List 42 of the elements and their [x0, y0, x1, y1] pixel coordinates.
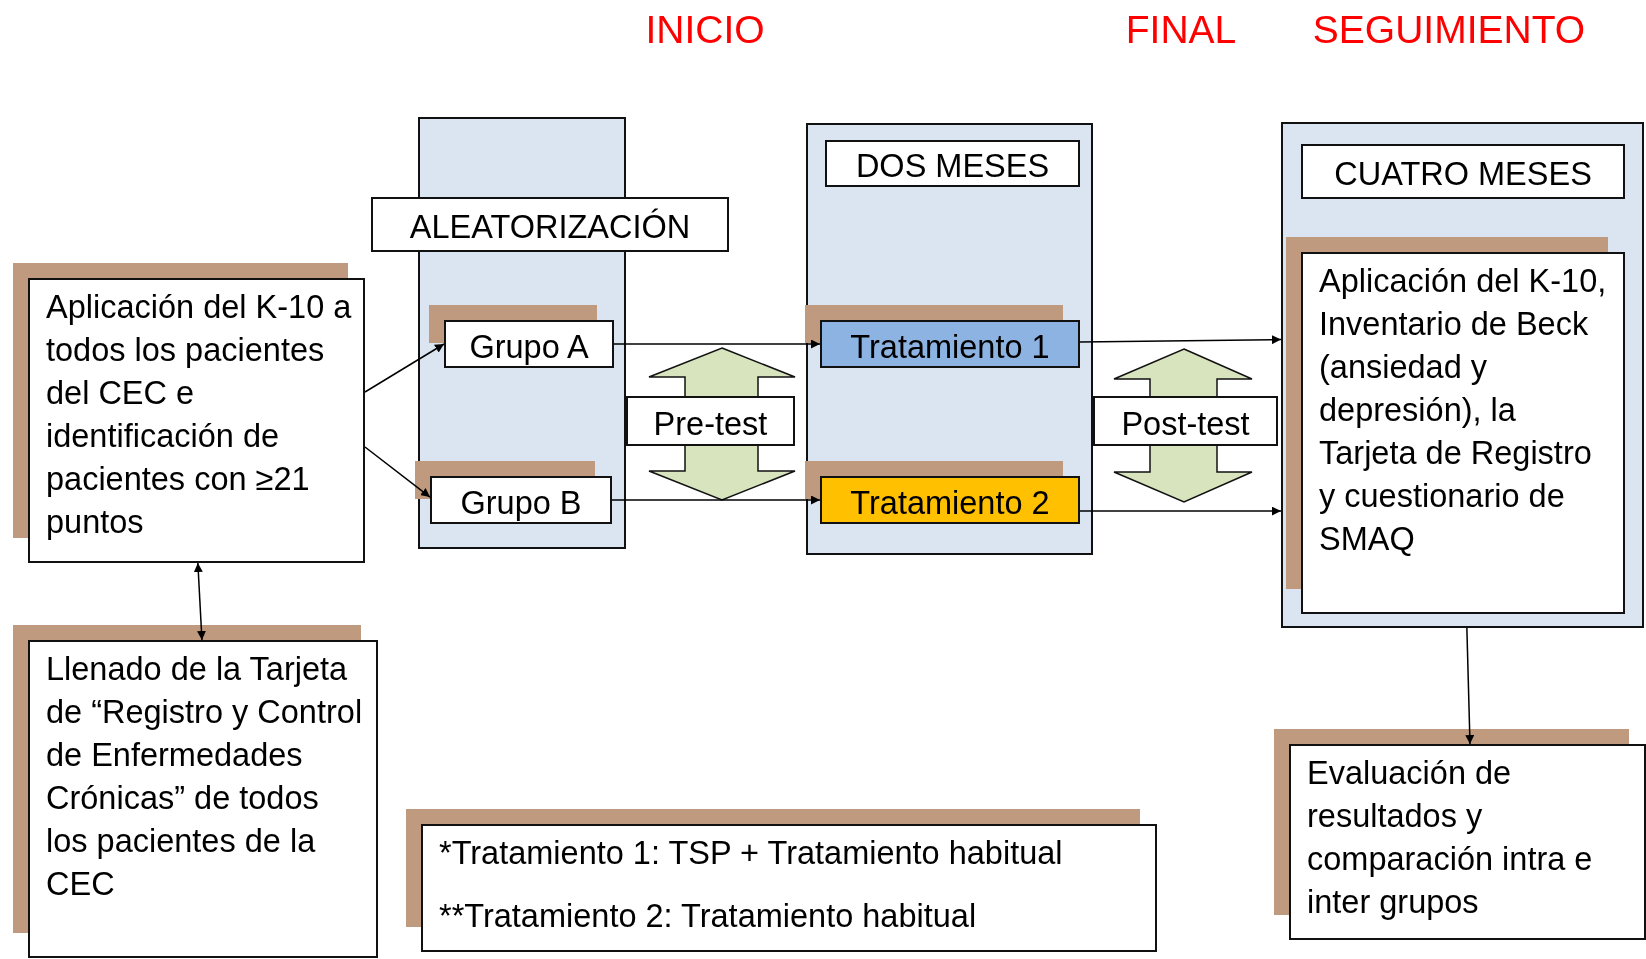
box-text: Grupo A [469, 327, 589, 367]
arrow [1079, 506, 1282, 516]
header-box [371, 197, 729, 252]
process-box [1301, 252, 1625, 614]
box-text: Grupo B [460, 483, 582, 523]
box-text: *Tratamiento 1: TSP + Tratamiento habitual [439, 834, 1064, 873]
arrow [1465, 627, 1475, 745]
process-box [444, 320, 614, 368]
box-text: Evaluación de resultados y comparación intra e inter grupos [1307, 754, 1594, 922]
header-box [1301, 144, 1625, 199]
header-box [825, 140, 1080, 187]
process-box [28, 278, 365, 563]
arrow [1079, 335, 1282, 345]
box-text: CUATRO MESES [1334, 155, 1592, 194]
box-text: Tratamiento 1 [850, 327, 1050, 367]
box-text: Llenado de la Tarjeta de “Registro y Control de Enfermedades Crónicas” de todos los pacientes de la CEC [46, 650, 364, 904]
box-text: Pre-test [653, 404, 768, 444]
box-text: **Tratamiento 2: Tratamiento habitual [439, 897, 978, 936]
label-box [1093, 396, 1278, 446]
arrow [364, 343, 445, 393]
phase-label: FINAL [1125, 8, 1237, 52]
phase-panel [1281, 122, 1644, 628]
box-text: Post-test [1121, 404, 1250, 444]
arrow [364, 446, 431, 498]
box-text: DOS MESES [855, 147, 1050, 186]
phase-panel [806, 123, 1093, 555]
arrow [611, 495, 821, 505]
arrow [613, 339, 821, 349]
process-box [1289, 744, 1646, 940]
label-box [626, 396, 795, 446]
phase-label: SEGUIMIENTO [1312, 8, 1586, 52]
box-text: Aplicación del K-10 a todos los pacientes del CEC e identificación de pacientes con ≥21 puntos [46, 288, 353, 542]
phase-label: INICIO [645, 8, 765, 52]
process-box [820, 320, 1080, 368]
process-box [820, 476, 1080, 524]
process-box [430, 476, 612, 524]
box-text: ALEATORIZACIÓN [409, 207, 691, 247]
box-text: Tratamiento 2 [850, 483, 1050, 523]
process-box [421, 824, 1157, 952]
box-text: Aplicación del K-10, Inventario de Beck (ansiedad y depresión), la Tarjeta de Registro y cuestionario de SMAQ [1319, 262, 1608, 559]
process-box [28, 640, 378, 958]
arrow [193, 562, 206, 641]
